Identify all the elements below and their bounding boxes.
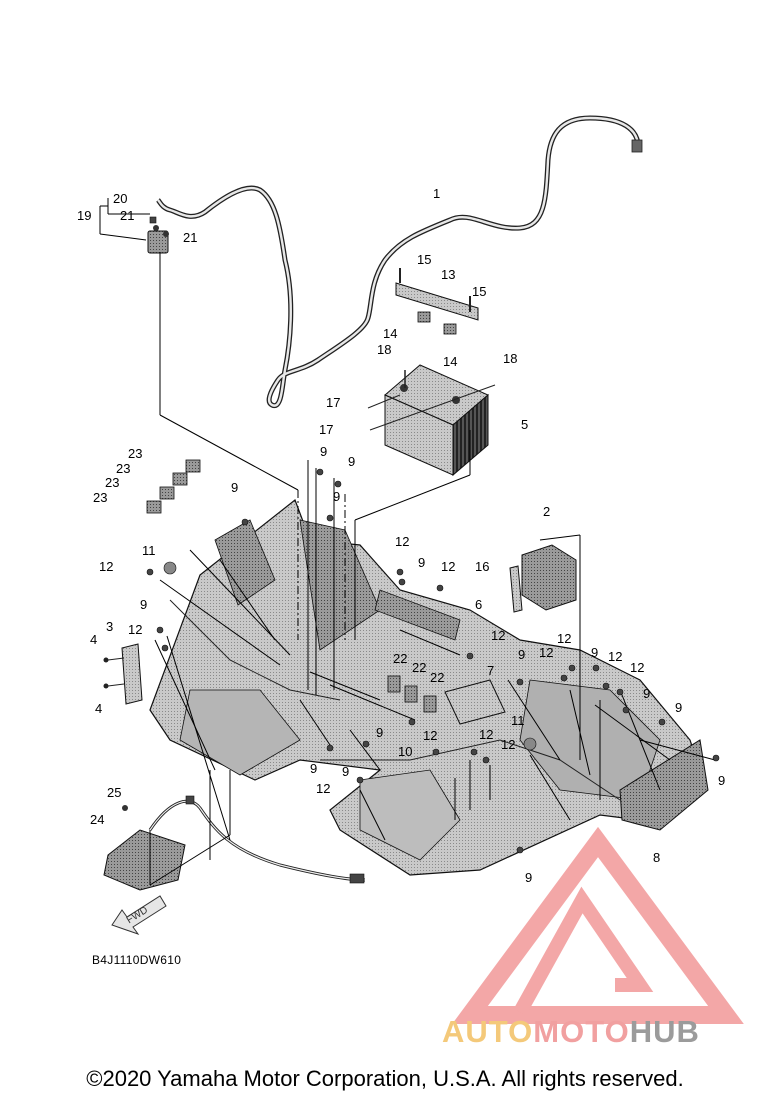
- callout-3[interactable]: 3: [106, 619, 114, 634]
- fwd-arrow: [111, 895, 167, 935]
- callout-12k[interactable]: 12: [501, 737, 516, 752]
- callout-9d[interactable]: 9: [231, 480, 239, 495]
- watermark-hub: HUB: [629, 1014, 700, 1049]
- callout-7[interactable]: 7: [487, 663, 495, 678]
- callout-12c[interactable]: 12: [395, 534, 410, 549]
- callout-9c[interactable]: 9: [333, 489, 341, 504]
- callout-14a[interactable]: 14: [383, 326, 398, 341]
- callout-21a[interactable]: 21: [120, 208, 135, 223]
- callout-9b[interactable]: 9: [348, 454, 356, 469]
- callout-22b[interactable]: 22: [412, 660, 427, 675]
- callout-12b[interactable]: 12: [128, 622, 143, 637]
- callout-15b[interactable]: 15: [472, 284, 487, 299]
- callout-12e[interactable]: 12: [491, 628, 506, 643]
- callout-25[interactable]: 25: [107, 785, 122, 800]
- callout-9i[interactable]: 9: [643, 686, 651, 701]
- callout-18b[interactable]: 18: [503, 351, 518, 366]
- cover-plate: [444, 679, 506, 725]
- battery-bracket: [395, 268, 479, 335]
- watermark-moto: MOTO: [533, 1014, 630, 1049]
- callout-12j[interactable]: 12: [479, 727, 494, 742]
- callout-9n[interactable]: 9: [342, 764, 350, 779]
- callout-16[interactable]: 16: [475, 559, 490, 574]
- callout-13[interactable]: 13: [441, 267, 456, 282]
- callout-12a[interactable]: 12: [99, 559, 114, 574]
- callout-22a[interactable]: 22: [393, 651, 408, 666]
- callout-9f[interactable]: 9: [418, 555, 426, 570]
- fastener-symbols: [146, 468, 720, 854]
- harness-connector: [631, 139, 643, 153]
- callout-12h[interactable]: 12: [608, 649, 623, 664]
- callout-9e[interactable]: 9: [140, 597, 148, 612]
- callout-5[interactable]: 5: [521, 417, 529, 432]
- callout-23d[interactable]: 23: [93, 490, 108, 505]
- side-cover: [103, 643, 143, 705]
- callout-11b[interactable]: 11: [511, 713, 525, 728]
- callout-11a[interactable]: 11: [142, 543, 156, 558]
- watermark-text: AUTOMOTOHUB: [442, 1014, 700, 1050]
- callout-4b[interactable]: 4: [95, 701, 103, 716]
- callout-21b[interactable]: 21: [183, 230, 198, 245]
- callout-17a[interactable]: 17: [326, 395, 341, 410]
- callout-24[interactable]: 24: [90, 812, 105, 827]
- callout-12m[interactable]: 12: [316, 781, 331, 796]
- callout-4a[interactable]: 4: [90, 632, 98, 647]
- callout-12f[interactable]: 12: [557, 631, 572, 646]
- callout-9a[interactable]: 9: [320, 444, 328, 459]
- callout-23a[interactable]: 23: [128, 446, 143, 461]
- callout-17b[interactable]: 17: [319, 422, 334, 437]
- callout-10[interactable]: 10: [398, 744, 413, 759]
- automotohub-logo: [452, 826, 744, 1024]
- copyright-notice: ©2020 Yamaha Motor Corporation, U.S.A. A…: [86, 1066, 684, 1091]
- callout-12i[interactable]: 12: [630, 660, 645, 675]
- callout-23c[interactable]: 23: [105, 475, 120, 490]
- callout-9l[interactable]: 9: [376, 725, 384, 740]
- callout-12g[interactable]: 12: [539, 645, 554, 660]
- callout-8[interactable]: 8: [653, 850, 661, 865]
- callout-9j[interactable]: 9: [675, 700, 683, 715]
- diagram-code: B4J1110DW610: [92, 953, 182, 967]
- callout-9h[interactable]: 9: [591, 645, 599, 660]
- relay-group: [387, 675, 437, 713]
- leader-lines: [149, 252, 716, 886]
- control-unit: [509, 544, 577, 613]
- callout-1[interactable]: 1: [433, 186, 441, 201]
- callout-9g[interactable]: 9: [518, 647, 526, 662]
- battery: [367, 364, 496, 477]
- sub-harness-unit: [103, 795, 366, 891]
- callout-15a[interactable]: 15: [417, 252, 432, 267]
- callout-20[interactable]: 20: [113, 191, 128, 206]
- callout-9m[interactable]: 9: [310, 761, 318, 776]
- callout-9k[interactable]: 9: [718, 773, 726, 788]
- callout-12d[interactable]: 12: [441, 559, 456, 574]
- relay-assembly: [99, 198, 169, 254]
- connector-group: [146, 459, 201, 514]
- floor-panel: [149, 499, 701, 876]
- watermark-auto: AUTO: [442, 1014, 534, 1049]
- callout-9o[interactable]: 9: [525, 870, 533, 885]
- callout-22c[interactable]: 22: [430, 670, 445, 685]
- callout-2[interactable]: 2: [543, 504, 551, 519]
- callout-14b[interactable]: 14: [443, 354, 458, 369]
- callout-19[interactable]: 19: [77, 208, 92, 223]
- callout-12l[interactable]: 12: [423, 728, 438, 743]
- callout-23b[interactable]: 23: [116, 461, 131, 476]
- callout-6[interactable]: 6: [475, 597, 483, 612]
- rear-tray: [619, 739, 709, 831]
- callout-18a[interactable]: 18: [377, 342, 392, 357]
- wire-harness: [156, 115, 641, 409]
